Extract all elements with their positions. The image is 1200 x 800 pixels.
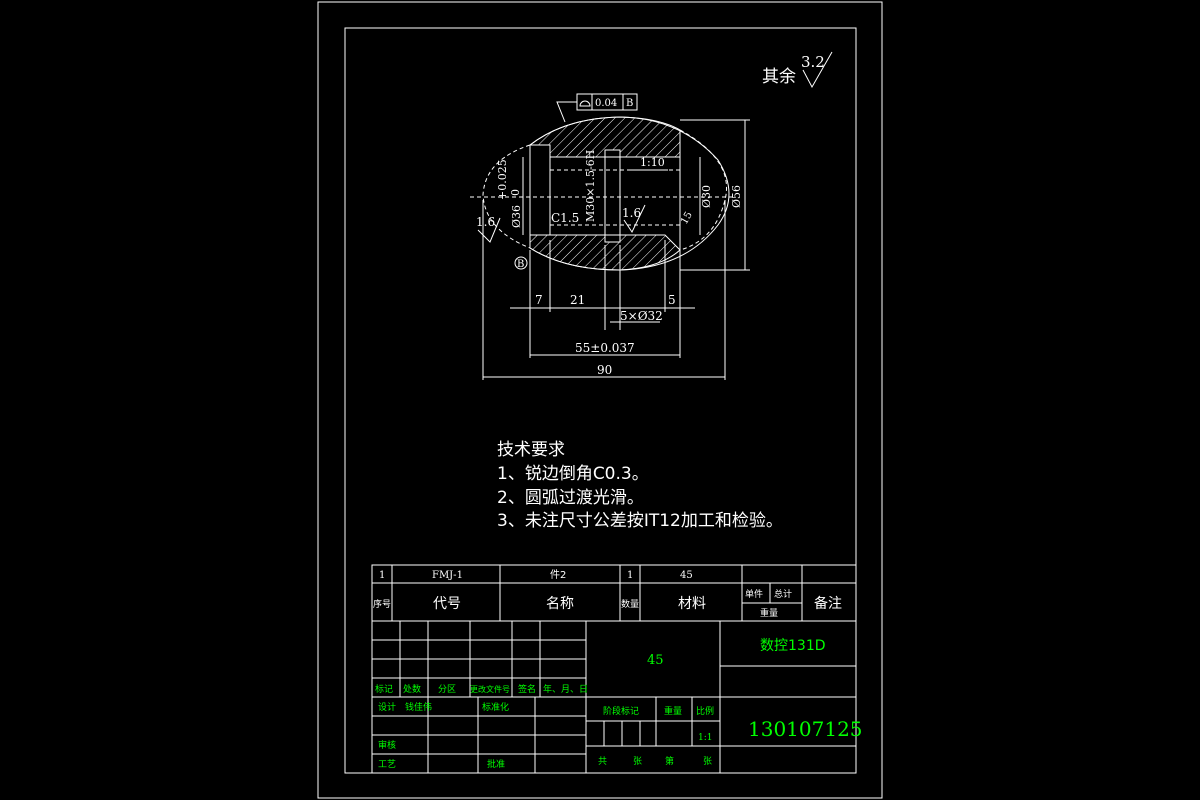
lbl-scale-value: 1:1: [698, 733, 712, 743]
lbl-date: 年、月、日: [543, 683, 588, 695]
chamfer-dim: C1.5: [551, 211, 579, 225]
tb-drawing-no: 130107125: [748, 717, 863, 741]
lbl-approve: 批准: [487, 758, 505, 770]
roughness-value: 3.2: [801, 53, 825, 71]
row1-qty: 1: [627, 570, 633, 581]
tolerance-datum: B: [626, 98, 633, 109]
lbl-change: 更改文件号: [470, 684, 510, 694]
taper-dim: 1:10: [640, 156, 665, 169]
lbl-sheet: 张: [633, 756, 642, 767]
lbl-design: 设计: [378, 701, 396, 713]
lbl-total-sheets: 共: [598, 756, 607, 767]
hdr-name: 名称: [546, 596, 574, 612]
len-55: 55±0.037: [575, 341, 635, 355]
hdr-remark: 备注: [814, 595, 842, 612]
lbl-zone: 分区: [438, 684, 456, 695]
hdr-code: 代号: [433, 596, 461, 612]
roughness-symbol: [802, 51, 833, 89]
lbl-sign: 签名: [518, 683, 536, 695]
lbl-review: 审核: [378, 739, 396, 751]
lbl-mark: 标记: [375, 683, 393, 695]
tech-item-2: 2、圆弧过渡光滑。: [497, 488, 644, 508]
lbl-process: 工艺: [378, 759, 396, 770]
outer-frame: [317, 1, 883, 799]
len-90: 90: [597, 363, 612, 377]
hdr-total: 总计: [774, 588, 792, 600]
roughness-mid: 1.6: [622, 206, 641, 220]
sphere-right-dashed: [679, 129, 727, 251]
len-21: 21: [570, 293, 585, 307]
lbl-scale: 比例: [696, 705, 714, 717]
lbl-count: 处数: [403, 683, 421, 695]
sphere-left-dashed: [482, 144, 531, 249]
row1-name: 件2: [550, 569, 566, 581]
groove-dim: 5×Ø32: [620, 309, 663, 323]
row1-material: 45: [680, 570, 693, 581]
lbl-standardize: 标准化: [482, 701, 509, 713]
bore-tol-low: 0: [509, 189, 522, 196]
r15-dim: 15: [679, 210, 695, 227]
thread-dim: M30×1.5-6H: [584, 150, 597, 222]
sphere-outline: [529, 116, 730, 271]
roughness-left: 1.6: [476, 215, 495, 229]
lbl-stage: 阶段标记: [603, 705, 639, 717]
tech-requirements: 技术要求 1、锐边倒角C0.3。 2、圆弧过渡光滑。 3、未注尺寸公差按IT12…: [497, 440, 783, 531]
lbl-nth: 第: [665, 755, 674, 767]
len-7: 7: [535, 293, 543, 307]
title-block: 1 FMJ-1 件2 1 45 序号 代号 名称 数量 材料 单件 总计 重量 …: [371, 564, 863, 774]
datum-label: B: [517, 259, 524, 270]
lbl-designer: 钱佳伟: [405, 701, 432, 713]
row1-seq: 1: [379, 570, 385, 581]
lbl-sheet2: 张: [703, 756, 712, 767]
tech-item-3: 3、未注尺寸公差按IT12加工和检验。: [497, 511, 783, 531]
hdr-qty: 数量: [621, 598, 639, 610]
hdr-material: 材料: [678, 596, 706, 612]
tb-title: 数控131D: [760, 638, 826, 654]
roughness-note: 其余: [762, 67, 796, 87]
hdr-weight: 重量: [760, 607, 778, 619]
hdr-seq: 序号: [373, 598, 391, 610]
d56-dim: Ø56: [730, 185, 743, 208]
row1-code: FMJ-1: [432, 570, 463, 581]
lbl-weight: 重量: [664, 705, 682, 717]
len-5: 5: [668, 293, 676, 307]
bore-dia: Ø36: [510, 205, 523, 228]
bore-tol: +0.025: [496, 159, 509, 200]
hdr-single: 单件: [745, 588, 763, 600]
tb-material: 45: [647, 653, 664, 668]
part-view: 0.04 B +0.025 0 Ø36 1.6 B M30×1.5-6H C1.…: [470, 93, 750, 380]
tolerance-value: 0.04: [595, 98, 617, 109]
tech-title: 技术要求: [497, 440, 565, 460]
tech-item-1: 1、锐边倒角C0.3。: [497, 464, 649, 484]
d30-dim: Ø30: [700, 185, 713, 208]
